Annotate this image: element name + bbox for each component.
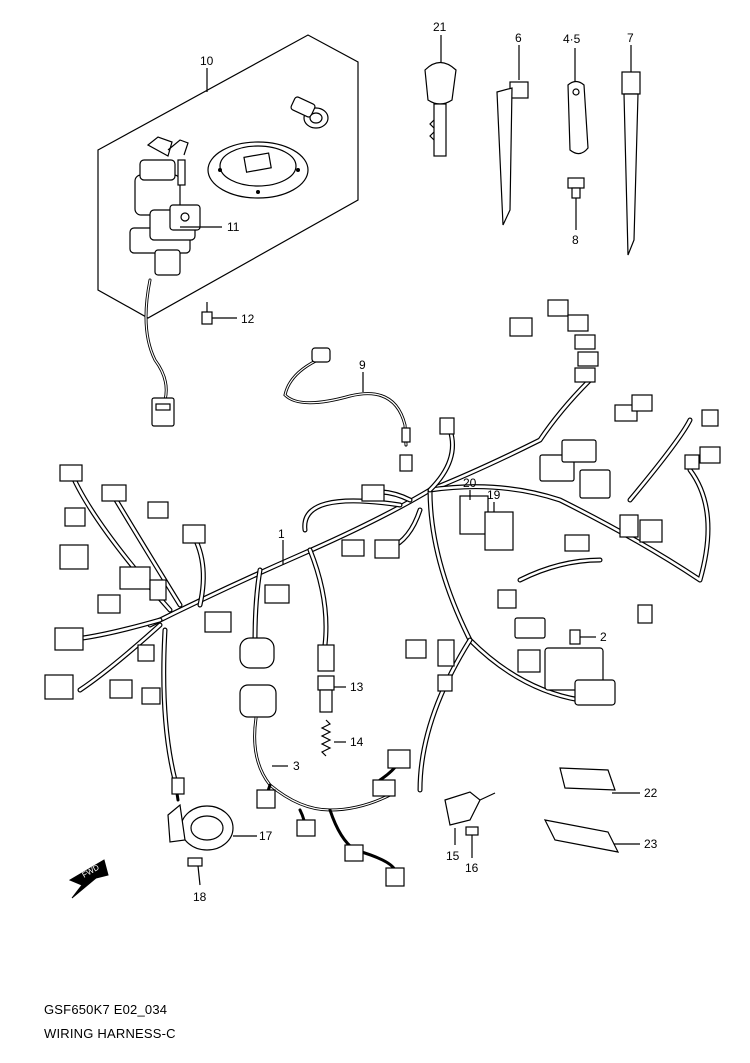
cable-tie-7-icon [621,45,641,256]
callout-17: 17 [259,829,273,843]
switch-13-icon [317,675,346,713]
callout-15: 15 [446,849,460,863]
callout-13: 13 [350,680,364,694]
callout-4-5: 4·5 [563,32,581,46]
callout-3: 3 [293,759,300,773]
callout-6: 6 [515,31,522,45]
diagram-code: GSF650K7 E02_034 [44,1002,168,1017]
sensor-lead-9-icon [283,347,413,472]
callout-9: 9 [359,358,366,372]
callout-16: 16 [465,861,479,875]
callout-21: 21 [433,20,447,34]
callout-22: 22 [644,786,658,800]
bolt-8-icon [567,177,585,199]
sensor-15-icon [444,791,496,845]
key-blank-icon [424,35,457,157]
ignition-switch-icon [129,136,201,276]
callout-14: 14 [350,735,364,749]
callout-18: 18 [193,890,207,904]
horn-17-icon [167,777,257,851]
seat-lock-icon [290,96,329,129]
callout-19: 19 [487,488,501,502]
pad-23-icon [543,819,640,853]
fuel-cap-lock-icon [207,141,309,199]
bolt-16-icon [465,826,479,858]
callout-11: 11 [227,220,240,234]
harness-connectors [44,299,721,706]
screw-12-icon [201,302,213,325]
pad-22-icon [559,767,640,794]
clamp-45-icon [567,48,589,230]
ignition-switch-set-group [97,34,359,427]
callout-20: 20 [463,476,477,490]
callout-12: 12 [241,312,255,326]
sub-harness-3-icon [239,684,411,887]
callout-23: 23 [644,837,658,851]
spring-14-icon [320,719,346,757]
callout-10: 10 [200,54,214,68]
bolt-18-icon [187,857,203,886]
callout-8: 8 [572,233,579,247]
clamp-band-6-icon [496,45,529,226]
callout-7: 7 [627,31,634,45]
callout-2: 2 [600,630,607,644]
forward-arrow-icon: FWD [68,859,109,899]
callout-1: 1 [278,527,285,541]
diagram-title: WIRING HARNESS-C [44,1026,176,1041]
